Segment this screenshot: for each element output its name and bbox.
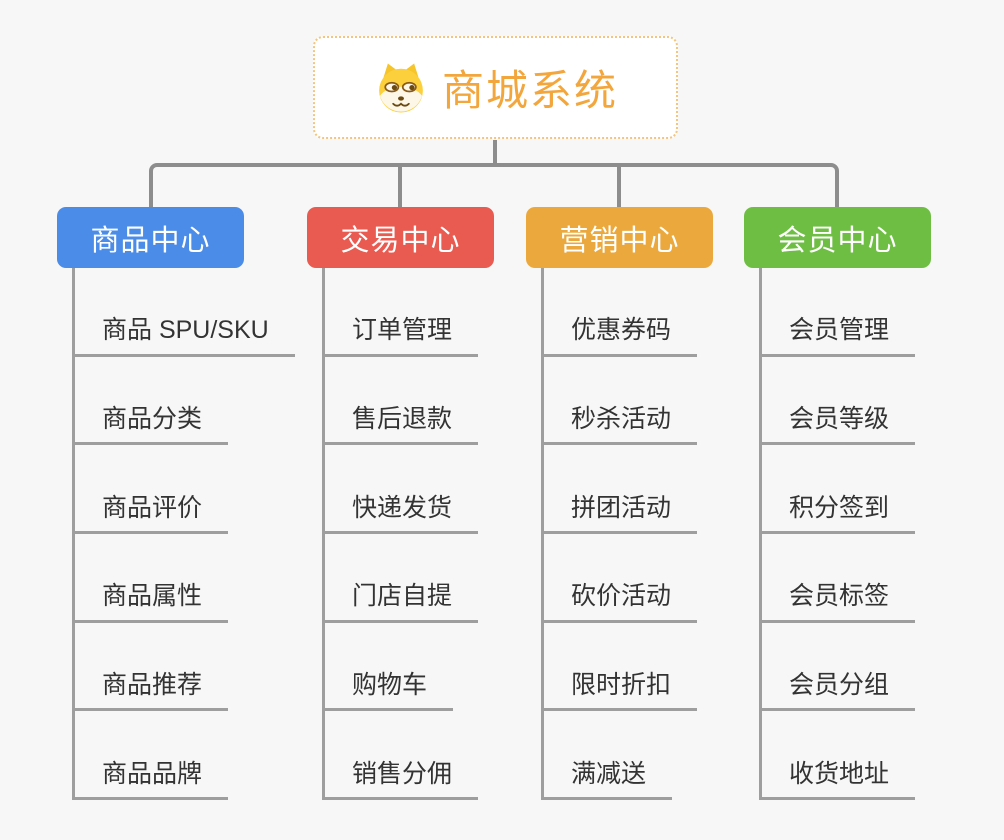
- node-label: 购物车: [325, 670, 454, 712]
- mindmap-node[interactable]: 门店自提: [325, 534, 557, 623]
- node-label: 满减送: [544, 759, 673, 801]
- mindmap-node[interactable]: 订单管理: [325, 268, 557, 357]
- root-connector-stem: [493, 140, 497, 165]
- node-label: 限时折扣: [544, 670, 698, 712]
- connector-bus: [149, 163, 839, 208]
- mindmap-node[interactable]: 会员分组: [762, 623, 994, 712]
- mindmap-node[interactable]: 会员管理: [762, 268, 994, 357]
- node-label: 商品推荐: [75, 670, 229, 712]
- connector-drop-marketing: [617, 165, 621, 208]
- mindmap-node[interactable]: 会员标签: [762, 534, 994, 623]
- mindmap-node[interactable]: 限时折扣: [544, 623, 776, 712]
- branch-items-product-center: 商品 SPU/SKU 商品分类 商品评价 商品属性 商品推荐 商品品牌: [72, 268, 307, 801]
- mindmap-node[interactable]: 秒杀活动: [544, 357, 776, 446]
- node-label: 拼团活动: [544, 493, 698, 535]
- mindmap-node[interactable]: 拼团活动: [544, 445, 776, 535]
- node-label: 销售分佣: [325, 759, 479, 801]
- mindmap-node[interactable]: 积分签到: [762, 445, 994, 535]
- node-label: 会员标签: [762, 581, 916, 623]
- node-label: 商品 SPU/SKU: [75, 315, 295, 357]
- node-label: 收货地址: [762, 759, 916, 801]
- mindmap-node[interactable]: 满减送: [544, 711, 776, 801]
- mindmap-node[interactable]: 售后退款: [325, 357, 557, 446]
- mindmap-node[interactable]: 商品属性: [75, 534, 307, 623]
- node-label: 商品品牌: [75, 759, 229, 801]
- branch-header-product-center[interactable]: 商品中心: [57, 207, 244, 268]
- mindmap-node[interactable]: 商品分类: [75, 357, 307, 446]
- branch-header-member-center[interactable]: 会员中心: [744, 207, 931, 268]
- root-title: 商城系统: [441, 67, 618, 114]
- node-label: 优惠券码: [544, 315, 698, 357]
- dog-face-icon: [379, 63, 423, 112]
- root-node[interactable]: 商城系统: [313, 36, 678, 139]
- mindmap-node[interactable]: 砍价活动: [544, 534, 776, 623]
- branch-header-trade-center[interactable]: 交易中心: [307, 207, 494, 268]
- node-label: 快递发货: [325, 493, 479, 535]
- node-label: 商品属性: [75, 581, 229, 623]
- node-label: 商品分类: [75, 404, 229, 446]
- mindmap-node[interactable]: 收货地址: [762, 711, 994, 801]
- branch-items-member-center: 会员管理 会员等级 积分签到 会员标签 会员分组 收货地址: [759, 268, 994, 801]
- mindmap-node[interactable]: 商品推荐: [75, 623, 307, 712]
- node-label: 会员管理: [762, 315, 916, 357]
- connector-drop-trade: [398, 165, 402, 208]
- node-label: 门店自提: [325, 581, 479, 623]
- mindmap-node[interactable]: 销售分佣: [325, 711, 557, 801]
- mindmap-node[interactable]: 商品 SPU/SKU: [75, 268, 307, 357]
- node-label: 会员等级: [762, 404, 916, 446]
- node-label: 售后退款: [325, 404, 479, 446]
- mindmap-node[interactable]: 快递发货: [325, 445, 557, 535]
- mindmap-node[interactable]: 商品品牌: [75, 711, 307, 801]
- mindmap-node[interactable]: 商品评价: [75, 445, 307, 535]
- node-label: 订单管理: [325, 315, 479, 357]
- node-label: 会员分组: [762, 670, 916, 712]
- node-label: 秒杀活动: [544, 404, 698, 446]
- mindmap-node[interactable]: 会员等级: [762, 357, 994, 446]
- mindmap-node[interactable]: 优惠券码: [544, 268, 776, 357]
- mindmap-node[interactable]: 购物车: [325, 623, 557, 712]
- branch-header-marketing-center[interactable]: 营销中心: [526, 207, 713, 268]
- node-label: 砍价活动: [544, 581, 698, 623]
- node-label: 积分签到: [762, 493, 916, 535]
- branch-items-marketing-center: 优惠券码 秒杀活动 拼团活动 砍价活动 限时折扣 满减送: [541, 268, 776, 801]
- node-label: 商品评价: [75, 493, 229, 535]
- branch-items-trade-center: 订单管理 售后退款 快递发货 门店自提 购物车 销售分佣: [322, 268, 557, 801]
